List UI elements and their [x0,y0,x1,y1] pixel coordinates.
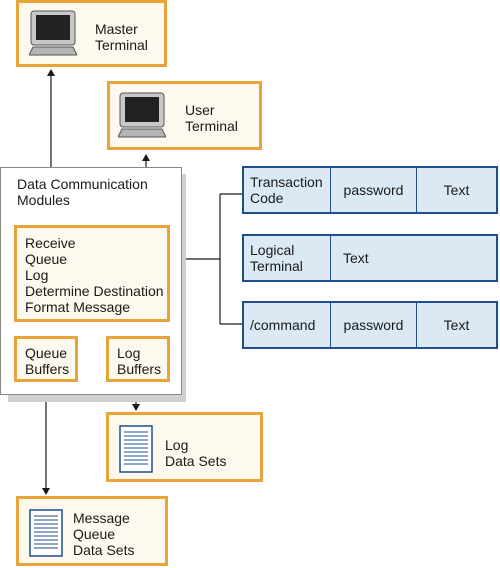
functions-list: Receive Queue Log Determine Destination … [25,235,164,315]
document-icon [29,509,63,557]
log-buffers-box: Log Buffers [106,336,170,382]
user-terminal-box: User Terminal [107,81,262,150]
computer-monitor-icon [118,92,166,138]
command-text-cell: Text [416,303,496,347]
log-data-sets-label: Log Data Sets [165,437,227,469]
command-format-box: /command password Text [242,301,498,349]
master-terminal-box: Master Terminal [16,0,167,67]
command-password-cell: password [330,303,416,347]
message-queue-data-sets-box: Message Queue Data Sets [16,496,168,566]
queue-buffers-box: Queue Buffers [14,336,78,382]
transaction-format-box: Transaction Code password Text [242,166,498,214]
transaction-code-cell: Transaction Code [250,174,323,206]
function-determine-destination: Determine Destination [25,283,164,299]
logical-terminal-cell: Logical Terminal [250,242,303,274]
function-format-message: Format Message [25,299,131,315]
message-queue-data-sets-label: Message Queue Data Sets [73,510,135,558]
functions-box: Receive Queue Log Determine Destination … [14,225,170,322]
log-buffers-label: Log Buffers [117,345,162,377]
queue-buffers-label: Queue Buffers [25,345,70,377]
master-terminal-label: Master Terminal [95,21,148,53]
logical-text-cell: Text [330,236,496,280]
log-data-sets-box: Log Data Sets [106,412,263,482]
transaction-text-cell: Text [416,168,496,212]
function-receive: Receive [25,235,76,251]
document-icon [119,425,153,473]
transaction-password-cell: password [330,168,416,212]
function-queue: Queue [25,251,68,267]
dc-modules-title: Data Communication Modules [17,176,148,208]
function-log: Log [25,267,49,283]
user-terminal-label: User Terminal [185,102,238,134]
logical-terminal-format-box: Logical Terminal Text [242,234,498,282]
computer-monitor-icon [29,10,77,56]
command-cell: /command [250,317,316,333]
